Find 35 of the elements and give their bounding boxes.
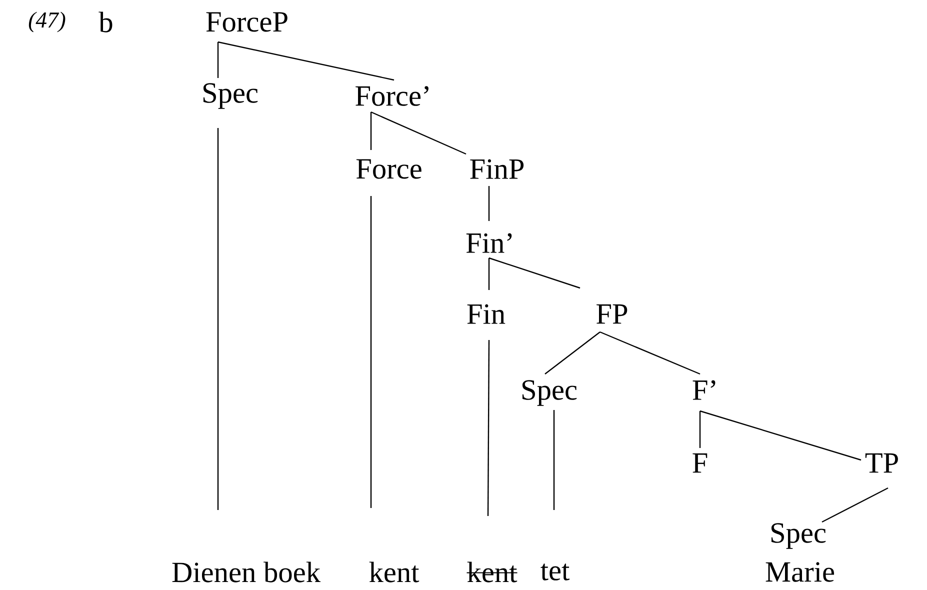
tree-label: F: [692, 453, 708, 473]
tree-branch: [822, 487, 888, 523]
tree-label: FP: [596, 304, 628, 324]
tree-label: Force’: [356, 86, 428, 106]
tree-branch: [600, 331, 700, 375]
tree-label: Spec: [771, 523, 826, 549]
tree-branch: [553, 410, 555, 510]
tree-branch: [370, 112, 372, 150]
tree-label: Spec: [203, 83, 258, 109]
tree-branch: [217, 42, 219, 78]
tree-label: TP: [865, 453, 898, 473]
tree-branch: [218, 41, 394, 81]
tree-branch: [370, 196, 372, 508]
tree-label: Dienen boek: [172, 562, 321, 582]
tree-branch: [488, 258, 490, 290]
tree-label: Fin’: [466, 233, 512, 253]
example-number: (47): [28, 12, 66, 32]
tree-label: FinP: [470, 159, 524, 179]
tree-branch: [700, 410, 862, 461]
tree-label: Marie: [766, 562, 834, 582]
tree-branch: [488, 257, 580, 289]
tree-label: F’: [692, 380, 716, 400]
tree-branch: [487, 340, 490, 516]
tree-label: Force: [356, 159, 422, 179]
tree-branch: [488, 186, 490, 221]
tree-branch: [370, 111, 466, 155]
tree-label: Fin: [467, 304, 506, 324]
example-letter: b: [98, 12, 112, 32]
tree-label: tet: [540, 564, 570, 580]
tree-label: Spec: [522, 380, 577, 406]
tree-label: ForceP: [206, 12, 288, 32]
tree-branch: [544, 332, 600, 374]
tree-branch: [217, 128, 219, 510]
tree-label: kent: [369, 562, 420, 582]
tree-branch: [699, 411, 701, 448]
